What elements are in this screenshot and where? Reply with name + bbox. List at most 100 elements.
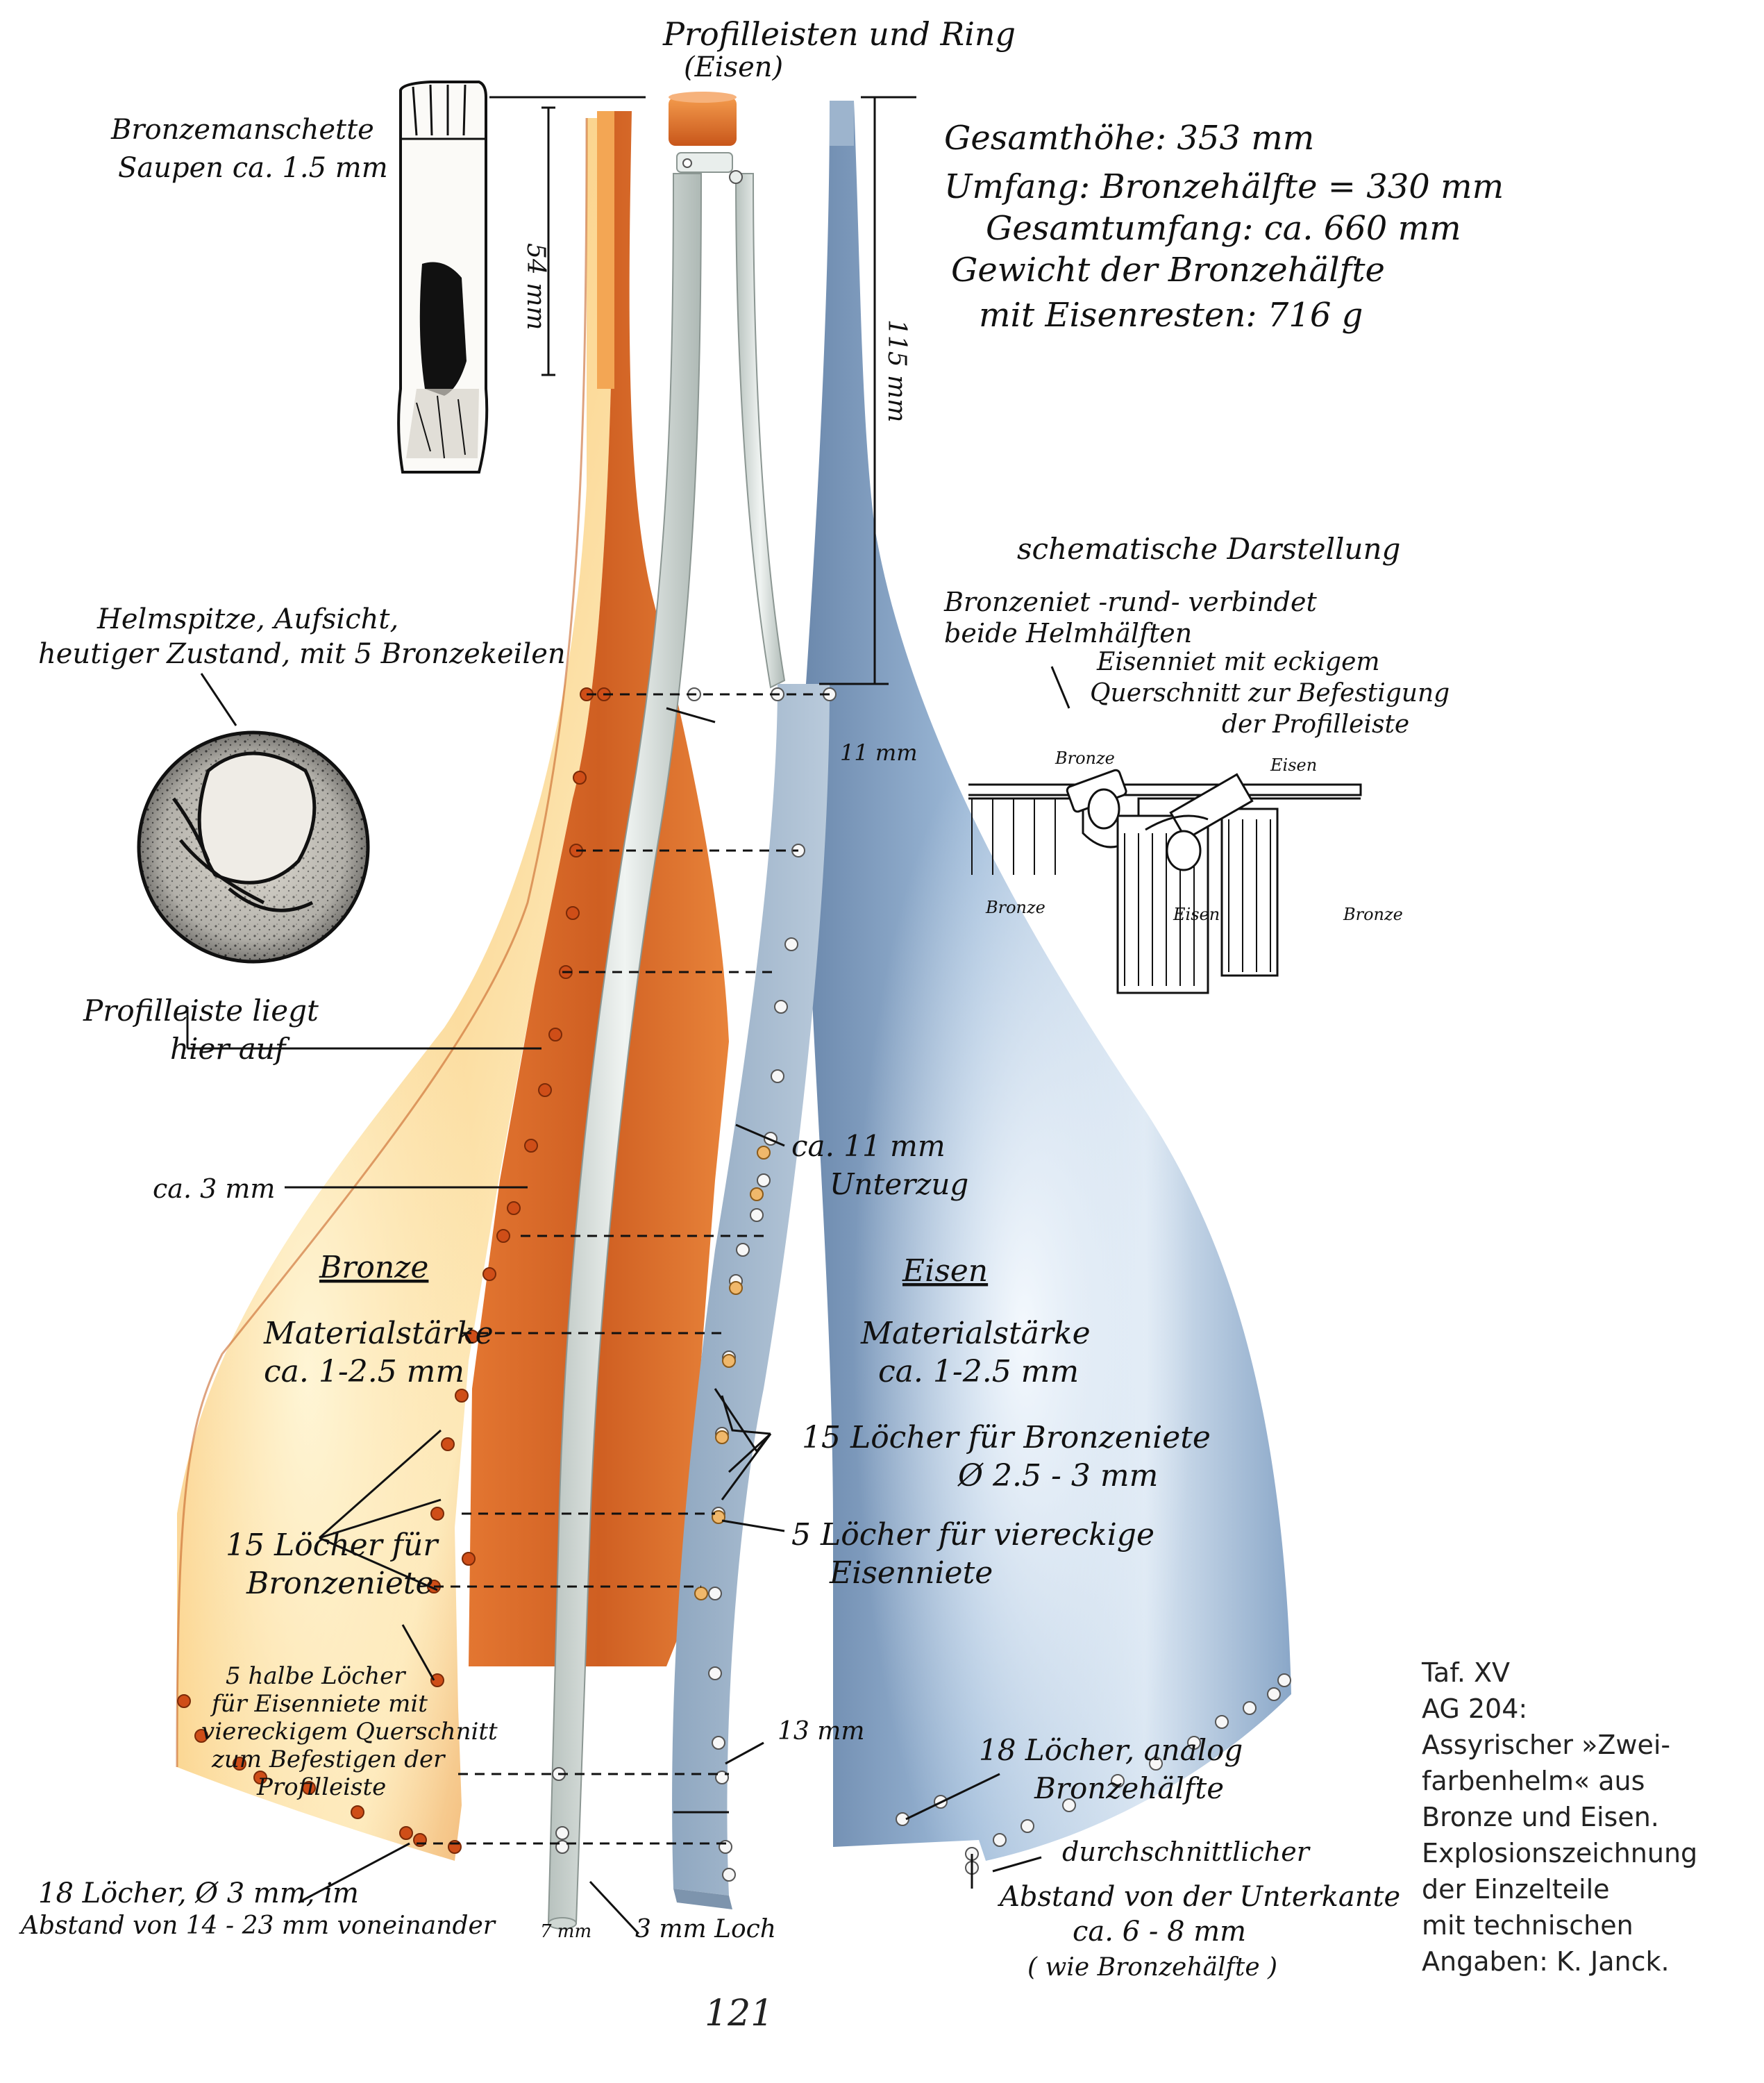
iron-rivet-holes — [552, 687, 1291, 1882]
label-dim-54: 54 mm — [521, 243, 550, 331]
spec-line-1: Gesamthöhe: 353 mm — [944, 119, 1314, 158]
label-holes15-2: Ø 2.5 - 3 mm — [957, 1458, 1158, 1494]
schematic-line-1: Bronzeniet -rund- verbindet — [943, 587, 1317, 617]
label-dim-115: 115 mm — [882, 319, 911, 422]
label-mat-bronze-1: Materialstärke — [263, 1316, 494, 1351]
caption-line: farbenhelm« aus — [1422, 1766, 1645, 1796]
label-half-2: für Eisenniete mit — [210, 1690, 428, 1718]
rivet-hole — [177, 1694, 191, 1708]
spec-line-4: Gewicht der Bronzehälfte — [951, 251, 1385, 290]
label-half-3: viereckigem Querschnitt — [201, 1718, 498, 1746]
caption-line: Assyrischer »Zwei- — [1422, 1730, 1671, 1760]
label-left18-2: Abstand von 14 - 23 mm voneinander — [19, 1911, 496, 1940]
rivet-hole — [736, 1243, 750, 1257]
label-dim-7: 7 mm — [540, 1921, 591, 1942]
label-avg-4: ( wie Bronzehälfte ) — [1027, 1953, 1277, 1982]
rivet-hole — [496, 1229, 510, 1243]
label-ca11-2: Unterzug — [830, 1167, 968, 1201]
schematic-eisen-a: Eisen — [1270, 755, 1317, 775]
label-cuff-2: Saupen ca. 1.5 mm — [118, 152, 388, 184]
rivet-hole — [194, 1729, 208, 1743]
rivet-hole — [1277, 1673, 1291, 1687]
rivet-hole — [722, 1354, 736, 1368]
rivet-hole — [399, 1826, 413, 1840]
leader-lines — [186, 666, 1070, 1935]
figure-caption: Taf. XV AG 204: Assyrischer »Zwei- farbe… — [1422, 1655, 1755, 1980]
bronze-cuff-drawing — [397, 81, 489, 474]
label-mat-bronze-2: ca. 1-2.5 mm — [264, 1354, 464, 1389]
rivet-hole — [757, 1173, 771, 1187]
label-eisen: Eisen — [902, 1253, 988, 1289]
rivet-hole — [430, 1507, 444, 1521]
bronze-rivet-holes — [177, 687, 611, 1854]
rivet-hole — [455, 1389, 469, 1403]
rivet-hole — [771, 1069, 784, 1083]
rivet-hole — [555, 1826, 569, 1840]
rivet-hole — [441, 1437, 455, 1451]
rivet-hole — [784, 937, 798, 951]
label-profile-1: Profilleiste liegt — [83, 994, 319, 1028]
label-ca11-1: ca. 11 mm — [791, 1129, 946, 1163]
schematic-line-2: beide Helmhälften — [944, 618, 1192, 649]
rivet-hole — [1267, 1687, 1281, 1701]
label-holes5-1: 5 Löcher für viereckige — [791, 1517, 1154, 1553]
label-half-5: Profilleiste — [256, 1773, 386, 1801]
iron-shell — [804, 101, 1291, 1861]
label-top-ring: Profilleisten und Ring — [662, 15, 1016, 53]
rivet-hole — [712, 1736, 725, 1750]
rivet-hole — [750, 1208, 764, 1222]
caption-line: Taf. XV — [1422, 1657, 1511, 1688]
rivet-hole — [548, 1028, 562, 1042]
rivet-hole — [1149, 1757, 1163, 1771]
schematic-bronze-c: Bronze — [1343, 905, 1403, 924]
rivet-schematic — [968, 769, 1362, 994]
rivet-hole — [715, 1430, 729, 1444]
label-avg-2: Abstand von der Unterkante — [997, 1881, 1400, 1913]
rivet-hole — [750, 1187, 764, 1201]
rivet-hole — [712, 1510, 725, 1524]
label-left15-1: 15 Löcher für — [226, 1528, 439, 1563]
schematic-title: schematische Darstellung — [1017, 532, 1400, 566]
label-left18-1: 18 Löcher, Ø 3 mm, im — [38, 1877, 359, 1909]
label-top-ring-sub: (Eisen) — [684, 51, 783, 83]
rivet-hole — [1187, 1736, 1201, 1750]
label-dim-13: 13 mm — [778, 1717, 865, 1746]
schematic-eisen-b: Eisen — [1173, 905, 1220, 924]
top-ring — [669, 92, 743, 184]
label-tip-2: heutiger Zustand, mit 5 Bronzekeilen — [38, 638, 566, 670]
label-half-4: zum Befestigen der — [211, 1746, 446, 1773]
rivet-hole — [1062, 1798, 1076, 1812]
label-bronze: Bronze — [319, 1250, 428, 1285]
rivet-hole — [462, 1552, 476, 1566]
spec-line-2: Umfang: Bronzehälfte = 330 mm — [944, 167, 1504, 206]
rivet-hole — [507, 1201, 521, 1215]
rivet-hole — [896, 1812, 909, 1826]
label-avg-1: durchschnittlicher — [1062, 1837, 1311, 1867]
rivet-hole — [538, 1083, 552, 1097]
rivet-hole — [430, 1673, 444, 1687]
dimension-lines — [489, 96, 916, 723]
rivet-hole — [1111, 1774, 1125, 1788]
page-number: 121 — [705, 1993, 774, 2034]
caption-line: AG 204: — [1422, 1693, 1528, 1724]
rivet-hole — [253, 1771, 267, 1784]
rivet-hole — [722, 1868, 736, 1882]
rivet-hole — [302, 1781, 316, 1795]
label-holes18-1: 18 Löcher, analog — [979, 1733, 1243, 1767]
rivet-hole — [729, 1281, 743, 1295]
label-profile-2: hier auf — [170, 1032, 290, 1066]
label-holes15-1: 15 Löcher für Bronzeniete — [802, 1420, 1211, 1455]
rivet-hole — [694, 1587, 708, 1600]
rivet-hole — [774, 1000, 788, 1014]
label-hole-3: 3 mm Loch — [635, 1915, 776, 1943]
rivet-hole — [1020, 1819, 1034, 1833]
label-holes18-2: Bronzehälfte — [1034, 1771, 1224, 1805]
bronze-inner-shell — [469, 111, 736, 1666]
rivet-hole — [1243, 1701, 1257, 1715]
spec-line-5: mit Eisenresten: 716 g — [979, 296, 1363, 335]
rivet-hole — [566, 906, 580, 920]
rivet-hole — [1215, 1715, 1229, 1729]
label-tip-1: Helmspitze, Aufsicht, — [96, 603, 398, 635]
rivet-hole — [708, 1666, 722, 1680]
